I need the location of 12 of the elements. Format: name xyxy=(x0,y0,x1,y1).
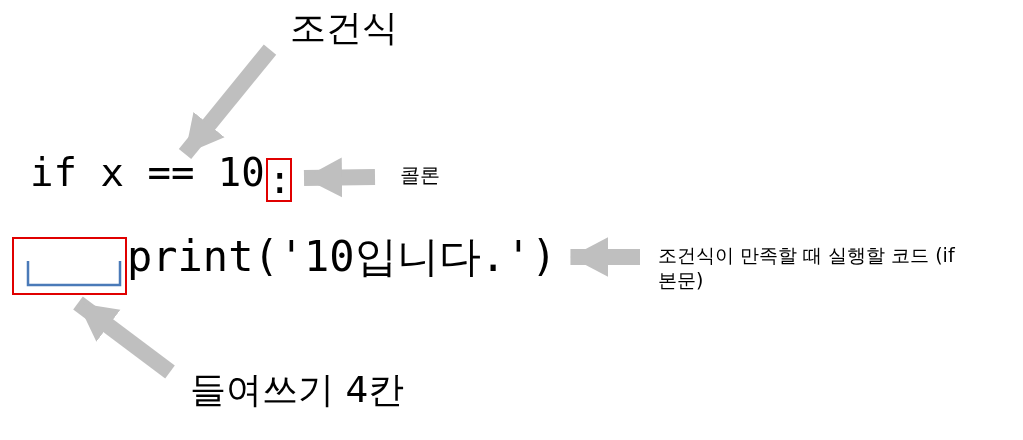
annotation-text: 조건식이 만족할 때 실행할 코드 (if 본문) xyxy=(658,243,978,293)
arrow xyxy=(178,44,277,160)
annotation-text: 조건식 xyxy=(290,8,398,48)
arrow xyxy=(303,157,376,198)
code-text: print('10입니다.') xyxy=(127,234,557,281)
indent-highlight-box xyxy=(12,237,127,295)
highlight-box: : xyxy=(266,158,292,202)
annotation-text: 콜론 xyxy=(400,164,440,186)
arrow xyxy=(570,237,640,277)
code-text: if x == 10 xyxy=(30,152,265,195)
arrow xyxy=(73,296,175,379)
annotation-text: 들여쓰기 4칸 xyxy=(190,370,405,410)
